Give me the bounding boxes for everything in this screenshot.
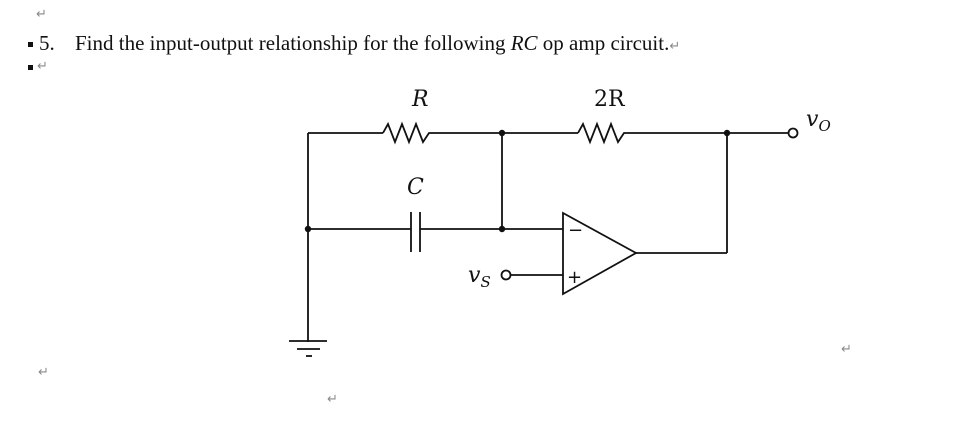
plus-sign: + xyxy=(567,267,582,288)
junction-dot xyxy=(304,225,312,233)
junction-dot xyxy=(723,129,731,137)
question-text-part: op amp circuit. xyxy=(537,31,670,55)
paragraph-mark: ↵ xyxy=(841,342,852,357)
paragraph-mark: ↵ xyxy=(327,392,338,407)
question-number: 5. xyxy=(39,31,55,55)
minus-sign: − xyxy=(568,220,583,241)
label-c: C xyxy=(407,175,424,200)
list-bullet xyxy=(28,65,33,70)
opamp xyxy=(562,211,638,296)
junction-dot xyxy=(498,225,506,233)
paragraph-mark: ↵ xyxy=(38,365,49,380)
label-r: R xyxy=(411,87,429,112)
question-text-italic: RC xyxy=(510,31,538,55)
label-vs: vS xyxy=(468,263,491,291)
resistor-r xyxy=(382,121,462,145)
junction-dot xyxy=(498,129,506,137)
label-vo: vO xyxy=(806,107,831,135)
resistor-2r xyxy=(577,121,659,145)
list-bullet xyxy=(28,42,33,47)
paragraph-mark: ↵ xyxy=(37,59,48,74)
paragraph-mark: ↵ xyxy=(669,39,681,54)
output-terminal xyxy=(787,127,799,139)
label-2r: 2R xyxy=(594,87,626,112)
input-terminal xyxy=(500,269,512,281)
question-text-part: Find the input-output relationship for t… xyxy=(75,31,511,55)
question-text: Find the input-output relationship for t… xyxy=(75,31,680,56)
paragraph-mark: ↵ xyxy=(36,7,47,22)
